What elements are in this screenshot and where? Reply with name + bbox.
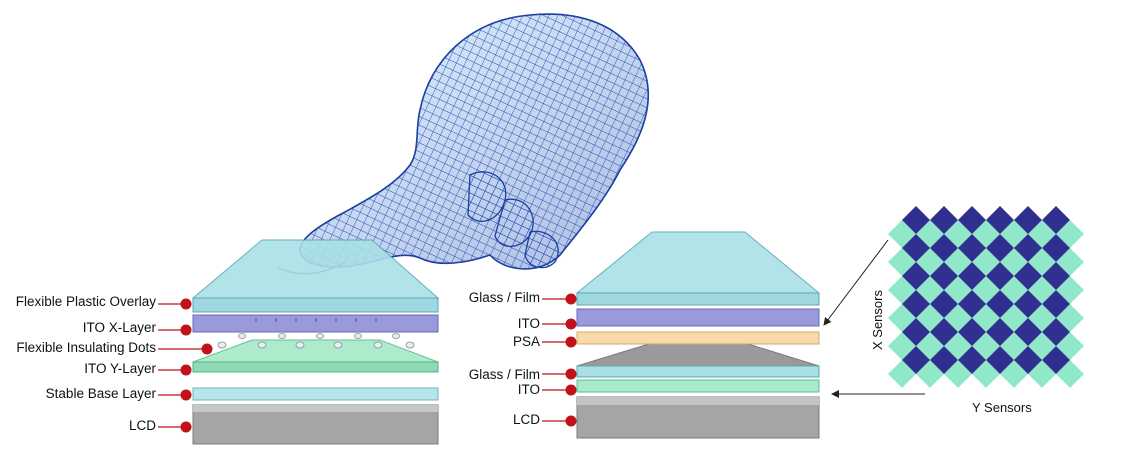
x-sensor-diamond [930,318,958,346]
x-sensor-diamond [958,262,986,290]
capacitive-leader-3-dot [565,368,577,380]
resistive-leader-0-dot [180,298,192,310]
x-sensor-diamond [986,290,1014,318]
label-ito-lower: ITO [517,382,540,397]
x-sensor-diamond [1042,346,1070,374]
capacitive-lcd-layer [576,396,820,439]
label-ito-x-layer: ITO X-Layer [82,320,156,335]
x-sensor-arrow [823,239,889,326]
capacitive-leader-5-dot [565,415,577,427]
label-glass-film-lower: Glass / Film [468,367,540,382]
y-sensors-label: Y Sensors [972,400,1032,415]
resistive-ito-y-layer [192,339,439,373]
label-resistive-lcd: LCD [128,418,156,433]
x-sensor-diamond [1014,234,1042,262]
label-flexible-plastic-overlay: Flexible Plastic Overlay [15,294,156,309]
capacitive-stack [575,231,821,439]
label-ito-upper: ITO [517,316,540,331]
x-sensor-diamond [986,346,1014,374]
capacitive-leader-1-dot [565,318,577,330]
resistive-leader-5-dot [180,421,192,433]
x-sensor-diamond [902,346,930,374]
x-sensor-diamond [1042,262,1070,290]
x-sensor-diamond [1042,290,1070,318]
label-psa: PSA [512,334,540,349]
capacitive-psa-layer [576,331,820,345]
capacitive-leader-0-dot [565,293,577,305]
pointing-hand-wireframe-icon [277,13,649,275]
label-flexible-insulating-dots: Flexible Insulating Dots [16,340,156,355]
leader-lines [158,293,577,433]
x-sensor-diamond [1014,346,1042,374]
x-sensor-diamond [930,262,958,290]
capacitive-leader-4-dot [565,384,577,396]
capacitive-leader-2-dot [565,336,577,348]
x-sensors-label: X Sensors [870,290,885,350]
x-sensor-diamond [958,234,986,262]
label-capacitive-lcd: LCD [512,412,540,427]
x-sensor-diamond [930,234,958,262]
resistive-leader-4-dot [180,389,192,401]
x-sensor-diamond [1014,290,1042,318]
resistive-leader-3-dot [180,364,192,376]
x-sensor-diamond [986,262,1014,290]
resistive-base-layer [192,387,439,401]
resistive-leader-2-dot [201,343,213,355]
x-sensor-diamond [902,262,930,290]
x-sensor-diamond [1042,234,1070,262]
x-sensor-diamond [1014,206,1042,234]
resistive-overlay-layer [191,239,440,313]
x-sensor-diamond [902,318,930,346]
label-glass-film-upper: Glass / Film [468,290,540,305]
x-sensor-diamond [930,206,958,234]
x-sensor-diamond [902,290,930,318]
label-stable-base-layer: Stable Base Layer [45,386,156,401]
resistive-ito-x-layer [192,314,439,333]
capacitive-ito-lower-layer [576,379,820,393]
sensor-grid [888,206,1084,388]
x-sensor-diamond [958,346,986,374]
x-sensor-diamond [1042,206,1070,234]
x-sensor-diamond [930,346,958,374]
x-sensor-diamond [958,206,986,234]
x-sensor-diamond [930,290,958,318]
resistive-leader-1-dot [180,324,192,336]
x-sensor-diamond [1042,318,1070,346]
capacitive-ito-upper-layer [576,308,820,327]
x-sensor-diamond [986,318,1014,346]
resistive-lcd-layer [192,404,439,445]
x-sensor-diamond [1014,262,1042,290]
x-sensor-diamond [902,206,930,234]
x-sensor-diamond [986,234,1014,262]
resistive-stack [191,239,440,445]
insulating-dots [217,333,415,349]
x-sensor-diamond [986,206,1014,234]
label-ito-y-layer: ITO Y-Layer [84,361,156,376]
x-sensor-diamond [902,234,930,262]
x-sensor-diamond [1014,318,1042,346]
x-sensor-diamond [958,318,986,346]
capacitive-glass-lower-layer [576,342,820,378]
x-sensor-diamond [958,290,986,318]
capacitive-glass-upper-layer [575,231,821,306]
